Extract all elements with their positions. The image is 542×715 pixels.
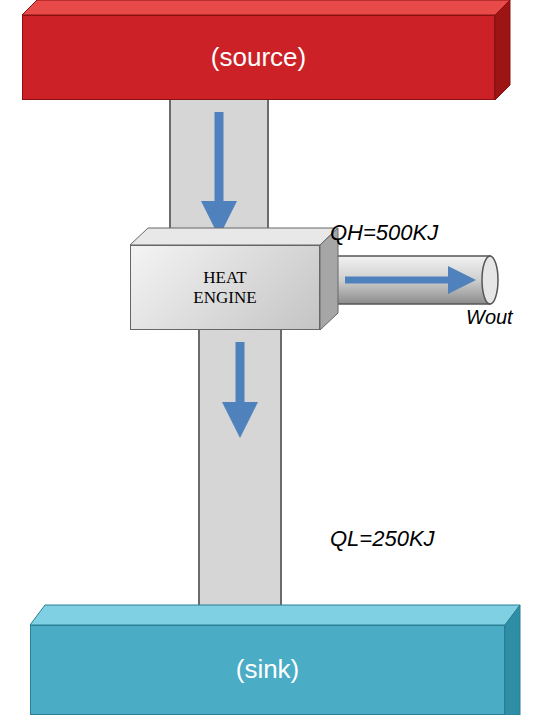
- heat-flow-pipe: [240, 330, 241, 625]
- source-reservoir: (source): [22, 15, 495, 100]
- pipe-outline: [198, 330, 282, 625]
- sink-side-face: [505, 605, 520, 715]
- shaft-end: [482, 256, 498, 304]
- source-side-face: [495, 0, 510, 100]
- engine-top-face: [130, 228, 338, 245]
- node-label: HEAT ENGINE: [170, 268, 280, 307]
- node-label: (sink): [236, 655, 300, 685]
- flow-arrow: [215, 112, 224, 219]
- sink-top-face: [30, 605, 520, 625]
- pipe-outline: [169, 100, 269, 245]
- pipe-body: [200, 330, 280, 625]
- heat-engine-box: HEAT ENGINE: [130, 245, 320, 330]
- sink-reservoir: (sink): [30, 625, 505, 715]
- heat-flow-pipe: [219, 100, 220, 245]
- work-shaft: [318, 256, 490, 304]
- flow-arrow: [236, 342, 245, 420]
- source-top-face: [22, 0, 510, 15]
- heat-label: QL=250KJ: [330, 526, 435, 552]
- work-label: Wout: [466, 306, 513, 329]
- work-arrow: [345, 277, 462, 284]
- pipe-body: [171, 100, 267, 245]
- node-label: (source): [211, 43, 306, 73]
- heat-label: QH=500KJ: [330, 220, 438, 246]
